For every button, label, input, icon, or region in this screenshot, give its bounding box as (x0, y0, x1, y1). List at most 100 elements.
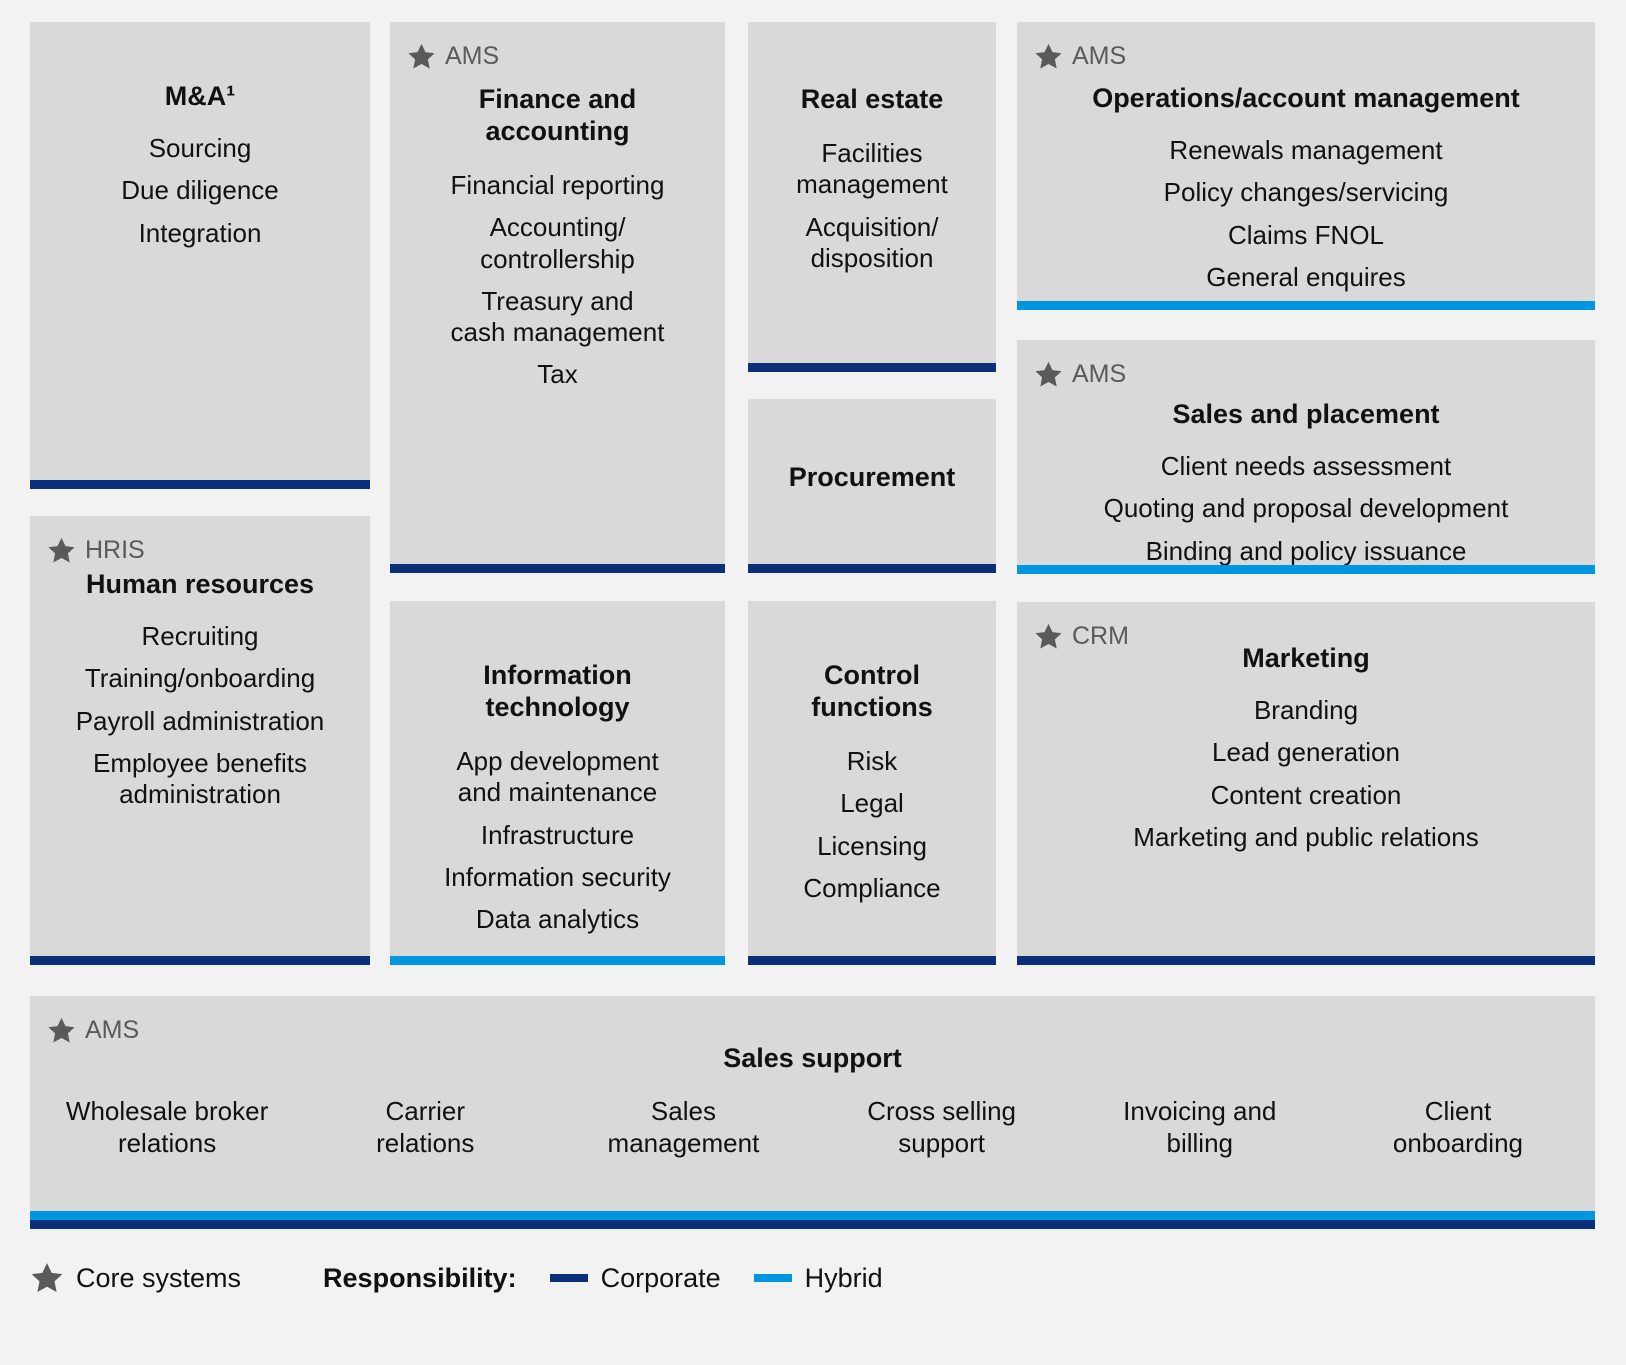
star-icon (1034, 360, 1063, 389)
core-system-label: CRM (1072, 622, 1129, 650)
list-item: Payroll administration (75, 705, 325, 736)
responsibility-bar-hybrid (30, 1211, 1595, 1220)
card-title: Real estate (800, 84, 944, 114)
responsibility-bar-corporate (1017, 956, 1595, 965)
list-item: Legal (840, 788, 904, 819)
card-item-list: Sourcing Due diligence Integration (30, 122, 370, 249)
legend-core-systems: Core systems (30, 1261, 241, 1295)
card-mergers-and-acquisitions: M&A¹ Sourcing Due diligence Integration (30, 22, 370, 489)
star-icon (47, 1016, 76, 1045)
responsibility-bar-corporate (30, 1220, 1595, 1229)
card-operations-account-management: AMS Operations/account management Renewa… (1017, 22, 1595, 310)
legend-swatch-hybrid (753, 1274, 792, 1282)
list-item: Due diligence (121, 175, 279, 206)
card-marketing: CRM Marketing Branding Lead generation C… (1017, 602, 1595, 965)
list-item: Infrastructure (480, 819, 635, 850)
core-system-label: AMS (1072, 42, 1127, 70)
card-sales-and-placement: AMS Sales and placement Client needs ass… (1017, 340, 1595, 574)
core-system-tag: AMS (407, 42, 499, 71)
responsibility-bar-hybrid (390, 956, 725, 965)
responsibility-bar-corporate (390, 564, 725, 573)
card-item-list: Recruiting Training/onboarding Payroll a… (30, 610, 370, 810)
list-item: Sourcing (148, 133, 252, 164)
card-procurement: Procurement (748, 399, 996, 573)
card-item-list: Renewals management Policy changes/servi… (1017, 124, 1595, 293)
card-item-list: Client needs assessment Quoting and prop… (1017, 440, 1595, 567)
core-system-label: AMS (85, 1016, 140, 1044)
list-item: Risk (846, 746, 898, 777)
card-item-list: Branding Lead generation Content creatio… (1017, 684, 1595, 853)
list-item: Policy changes/servicing (1163, 177, 1449, 208)
list-item: Acquisition/disposition (805, 211, 939, 273)
legend-corporate-label: Corporate (600, 1262, 721, 1293)
core-system-tag: AMS (47, 1016, 139, 1045)
responsibility-bar-corporate (30, 480, 370, 489)
core-system-label: AMS (445, 42, 500, 70)
card-item-list: Financial reporting Accounting/controlle… (390, 159, 725, 390)
card-title: Marketing (1242, 643, 1370, 673)
core-system-tag: AMS (1034, 360, 1126, 389)
responsibility-bar-corporate (30, 956, 370, 965)
list-item: Compliance (803, 872, 941, 903)
legend: Core systems Responsibility: Corporate H… (30, 1248, 1595, 1308)
responsibility-bar-corporate (748, 564, 996, 573)
list-item: Lead generation (1212, 737, 1400, 768)
list-item: Integration (138, 217, 262, 248)
star-icon (407, 42, 436, 71)
responsibility-bar-corporate (748, 956, 996, 965)
core-system-label: AMS (1072, 360, 1127, 388)
legend-corporate: Corporate (517, 1263, 721, 1294)
list-item: Information security (444, 861, 671, 892)
card-title: Human resources (85, 569, 315, 599)
card-title: Procurement (788, 462, 956, 492)
list-item: Recruiting (141, 621, 259, 652)
star-icon (1034, 42, 1063, 71)
list-item: Data analytics (475, 904, 640, 934)
list-item: Quoting and proposal development (1103, 493, 1509, 524)
core-system-tag: CRM (1034, 622, 1129, 651)
star-icon (1034, 622, 1063, 651)
list-item: Claims FNOL (1227, 219, 1384, 250)
legend-responsibility-label: Responsibility: (323, 1262, 517, 1293)
core-system-tag: AMS (1034, 42, 1126, 71)
legend-core-systems-label: Core systems (76, 1262, 242, 1293)
card-title: Sales and placement (1172, 399, 1440, 429)
card-item-list: Risk Legal Licensing Compliance (748, 735, 996, 904)
card-human-resources: HRIS Human resources Recruiting Training… (30, 516, 370, 965)
legend-hybrid-label: Hybrid (804, 1262, 883, 1293)
core-system-tag: HRIS (47, 536, 145, 565)
list-item: Renewals management (1169, 135, 1443, 166)
list-item: Binding and policy issuance (1145, 535, 1467, 566)
card-title: Operations/account management (1092, 83, 1520, 113)
legend-hybrid: Hybrid (721, 1263, 883, 1294)
band-title: Sales support (723, 1043, 902, 1073)
list-item: Licensing (817, 830, 927, 861)
legend-swatch-corporate (549, 1274, 588, 1282)
list-item: Financial reporting (450, 170, 665, 201)
card-title: M&A¹ (164, 81, 236, 111)
responsibility-bar-corporate (748, 363, 996, 372)
list-item: Client needs assessment (1160, 451, 1452, 482)
list-item: Tax (537, 359, 578, 390)
list-item: Accounting/controllership (480, 212, 635, 274)
